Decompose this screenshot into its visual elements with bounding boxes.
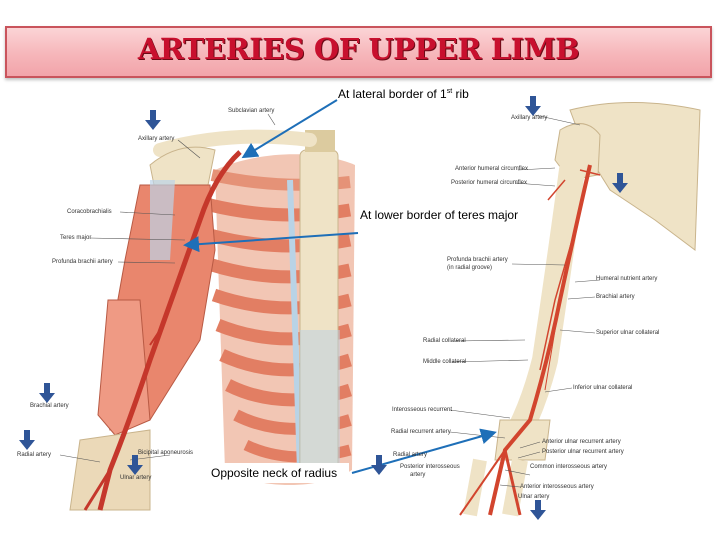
down-arrow-marker-ulnar-right [530,500,546,520]
label-coracobrachialis: Coracobrachialis [67,209,112,215]
humerus [507,157,585,443]
down-arrow-marker-radial-right [371,455,387,475]
label-posterior-interosseous: Posterior interosseous [400,464,460,470]
down-arrow-marker-brachial-right [612,173,628,193]
callout-lateral-border-superscript: st [446,88,453,95]
label-inferior-ulnar-collateral: Inferior ulnar collateral [573,385,633,391]
label-posterior-ulnar-recurrent: Posterior ulnar recurrent artery [542,449,624,455]
label-ulnar-artery-right: Ulnar artery [518,494,550,500]
label-anterior-ulnar-recurrent: Anterior ulnar recurrent artery [542,439,621,445]
label-superior-ulnar-collateral: Superior ulnar collateral [596,330,660,336]
left-anatomy-figure [69,129,355,511]
label-anterior-interosseous: Anterior interosseous artery [520,484,594,490]
slide-title: ARTERIES OF UPPER LIMB [137,32,580,66]
callout-lateral-border-end: rib [452,87,469,101]
scapula [569,102,701,251]
label-axillary-artery-right: Axillary artery [511,115,548,121]
callout-neck-radius: Opposite neck of radius [211,466,338,480]
label-radial-recurrent-artery: Radial recurrent artery [391,429,451,435]
label-brachial-artery-left: Brachial artery [30,403,69,409]
down-arrow-marker-radial [19,430,35,450]
sternum-and-spine [299,130,340,481]
down-arrow-marker-brachial-left [39,383,55,403]
label-middle-collateral: Middle collateral [423,359,467,365]
label-posterior-humeral-circumflex: Posterior humeral circumflex [451,180,528,186]
label-profunda-brachii-left: Profunda brachii artery [52,259,113,265]
label-brachial-artery-right: Brachial artery [596,294,635,300]
label-profunda-brachii-right: Profunda brachii artery [447,257,508,263]
label-radial-artery-left: Radial artery [17,452,52,458]
title-banner: ARTERIES OF UPPER LIMB [5,26,712,78]
callout-neck-radius-box [207,463,349,483]
down-arrow-marker-axillary-left [145,110,161,130]
down-arrow-marker-ulnar-left [127,455,143,475]
label-profunda-radial-groove: (in radial groove) [447,265,493,271]
label-radial-artery-right: Radial artery [393,452,428,458]
down-arrow-marker-axillary-right [525,96,541,116]
label-common-interosseous: Common interosseous artery [530,464,608,470]
label-ulnar-artery-left: Ulnar artery [120,475,152,481]
label-bicipital-aponeurosis: Bicipital aponeurosis [138,450,194,456]
label-posterior-interosseous-artery: artery [410,472,426,478]
callout-lateral-border-text: At lateral border of 1 [338,87,447,101]
label-teres-major: Teres major [60,235,92,241]
right-anatomy-figure [459,102,701,517]
left-artery-trunk [97,150,242,511]
arrow-lateral-border-rib [241,99,338,159]
arrow-teres-major [183,232,359,253]
label-anterior-humeral-circumflex: Anterior humeral circumflex [455,166,529,172]
callout-lateral-border-rib: At lateral border of 1st rib [338,87,469,101]
label-subclavian-artery: Subclavian artery [228,108,275,114]
label-axillary-artery-left: Axillary artery [138,136,175,142]
label-radial-collateral: Radial collateral [423,338,466,344]
down-arrow-markers [19,96,628,520]
callout-teres-major: At lower border of teres major [360,208,519,222]
label-leader-lines [59,113,601,488]
label-humeral-nutrient: Humeral nutrient artery [596,276,658,282]
label-interosseous-recurrent: Interosseous recurrent [392,407,453,413]
